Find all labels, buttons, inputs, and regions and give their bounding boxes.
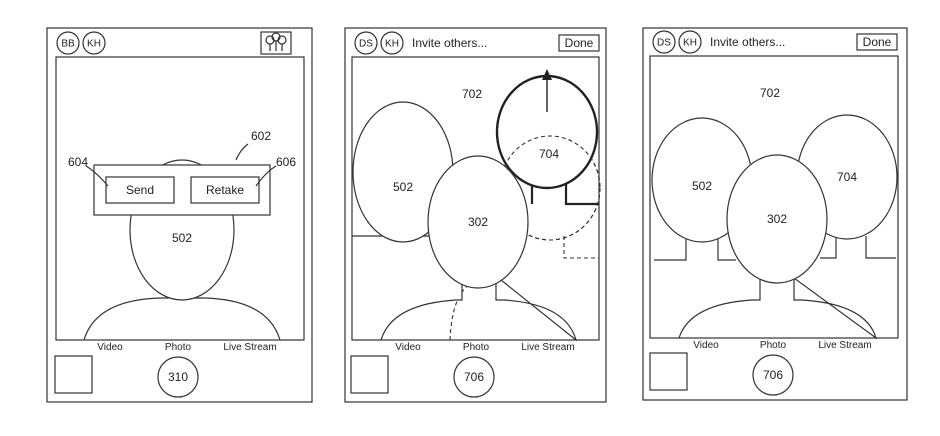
svg-text:704: 704 bbox=[837, 170, 857, 184]
done-button[interactable]: Done bbox=[856, 33, 898, 51]
svg-text:DS: DS bbox=[657, 38, 671, 49]
svg-text:KH: KH bbox=[87, 39, 101, 50]
svg-text:KH: KH bbox=[683, 38, 697, 49]
gallery-thumbnail[interactable] bbox=[350, 355, 389, 394]
avatar-ds[interactable]: DS bbox=[354, 31, 378, 55]
avatar-kh[interactable]: KH bbox=[678, 30, 702, 54]
shutter-button[interactable]: 706 bbox=[752, 354, 794, 396]
mode-photo[interactable]: Photo bbox=[165, 342, 192, 353]
svg-text:302: 302 bbox=[468, 215, 488, 229]
phone-frame bbox=[46, 27, 313, 403]
svg-text:Retake: Retake bbox=[206, 183, 244, 197]
svg-text:302: 302 bbox=[767, 212, 787, 226]
svg-text:706: 706 bbox=[763, 368, 783, 382]
mode-live-stream[interactable]: Live Stream bbox=[818, 340, 871, 351]
avatar-bb[interactable]: BB bbox=[56, 31, 80, 55]
gallery-thumbnail[interactable] bbox=[54, 355, 93, 394]
camera-viewfinder bbox=[55, 56, 305, 341]
avatar-kh[interactable]: KH bbox=[82, 31, 106, 55]
person-502: 502 bbox=[352, 101, 454, 243]
scene-label: 702 bbox=[760, 86, 780, 100]
gallery-thumbnail[interactable] bbox=[649, 352, 688, 391]
mode-video[interactable]: Video bbox=[693, 340, 719, 351]
send-retake-dialog: Send Retake bbox=[93, 164, 271, 216]
retake-button[interactable]: Retake bbox=[190, 176, 260, 204]
svg-text:Send: Send bbox=[126, 183, 154, 197]
phone-panel-3: DS KH Invite others... Done 702 502 704 bbox=[642, 27, 908, 401]
svg-text:704: 704 bbox=[539, 147, 559, 161]
svg-text:604: 604 bbox=[68, 155, 88, 169]
camera-viewfinder bbox=[649, 55, 899, 339]
person-302: 302 bbox=[678, 154, 878, 340]
done-button[interactable]: Done bbox=[558, 34, 600, 52]
avatar-ds[interactable]: DS bbox=[652, 30, 676, 54]
phone-panel-1: BB KH 502 Send bbox=[46, 27, 313, 403]
svg-text:DS: DS bbox=[359, 39, 373, 50]
svg-text:502: 502 bbox=[393, 180, 413, 194]
invite-others-link[interactable]: Invite others... bbox=[412, 36, 487, 50]
avatar-kh[interactable]: KH bbox=[380, 31, 404, 55]
shutter-button[interactable]: 310 bbox=[157, 356, 199, 398]
callout-604: 604 bbox=[68, 155, 109, 187]
svg-text:BB: BB bbox=[61, 39, 75, 50]
shutter-button[interactable]: 706 bbox=[453, 356, 495, 398]
svg-text:606: 606 bbox=[276, 155, 296, 169]
mode-live-stream[interactable]: Live Stream bbox=[223, 342, 276, 353]
callout-602: 602 bbox=[235, 129, 271, 161]
svg-text:502: 502 bbox=[692, 179, 712, 193]
phone-panel-2: DS KH Invite others... Done 702 502 bbox=[344, 27, 607, 403]
mode-photo[interactable]: Photo bbox=[760, 340, 787, 351]
person-302: 302 bbox=[380, 155, 578, 342]
callout-606: 606 bbox=[255, 155, 296, 187]
arrowhead-icon bbox=[542, 69, 552, 80]
mode-video[interactable]: Video bbox=[395, 342, 421, 353]
mode-video[interactable]: Video bbox=[97, 342, 123, 353]
person-704-moving: 704 bbox=[495, 69, 600, 240]
phone-frame bbox=[344, 27, 607, 403]
svg-text:706: 706 bbox=[464, 370, 484, 384]
svg-text:Done: Done bbox=[565, 36, 594, 50]
svg-text:310: 310 bbox=[168, 370, 188, 384]
scene-label: 702 bbox=[462, 87, 482, 101]
mode-photo[interactable]: Photo bbox=[463, 342, 490, 353]
invite-others-link[interactable]: Invite others... bbox=[710, 35, 785, 49]
send-button[interactable]: Send bbox=[105, 176, 175, 204]
group-people-icon[interactable] bbox=[260, 31, 292, 55]
mode-live-stream[interactable]: Live Stream bbox=[521, 342, 574, 353]
svg-text:602: 602 bbox=[251, 129, 271, 143]
person-label: 502 bbox=[172, 231, 192, 245]
phone-frame bbox=[642, 27, 908, 401]
svg-text:Done: Done bbox=[863, 35, 892, 49]
svg-text:KH: KH bbox=[385, 39, 399, 50]
